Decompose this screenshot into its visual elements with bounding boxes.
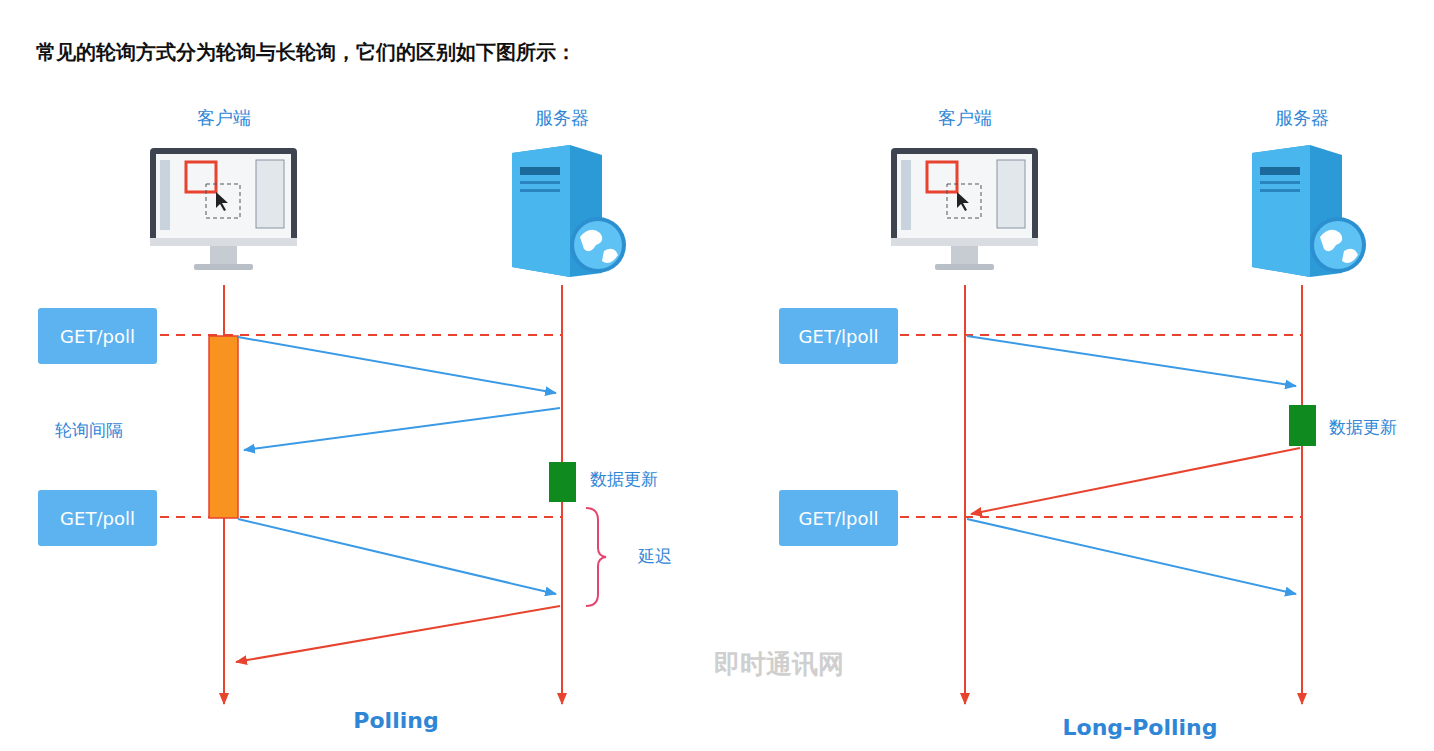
watermark: 即时通讯网: [714, 649, 844, 680]
interval-label: 轮询间隔: [55, 420, 123, 440]
diagram-caption: Long-Polling: [1063, 715, 1218, 741]
title-text: 常见的轮询方式分为轮询与长轮询，它们的区别如下图所示：: [36, 40, 576, 64]
server-header: 服务器: [1275, 107, 1329, 129]
request-box: GET/poll: [38, 308, 157, 364]
request-label: GET/lpoll: [799, 508, 879, 529]
update-label: 数据更新: [1329, 417, 1397, 437]
client-header: 客户端: [938, 107, 992, 129]
diagram-caption: Polling: [353, 708, 438, 734]
request-label: GET/poll: [60, 326, 135, 347]
request-label: GET/poll: [60, 508, 135, 529]
request-box: GET/lpoll: [779, 308, 898, 364]
request-box: GET/lpoll: [779, 490, 898, 546]
request-box: GET/poll: [38, 490, 157, 546]
delay-label: 延迟: [638, 546, 672, 566]
update-label: 数据更新: [590, 469, 658, 489]
request-label: GET/lpoll: [799, 326, 879, 347]
client-header: 客户端: [197, 107, 251, 129]
server-header: 服务器: [535, 107, 589, 129]
